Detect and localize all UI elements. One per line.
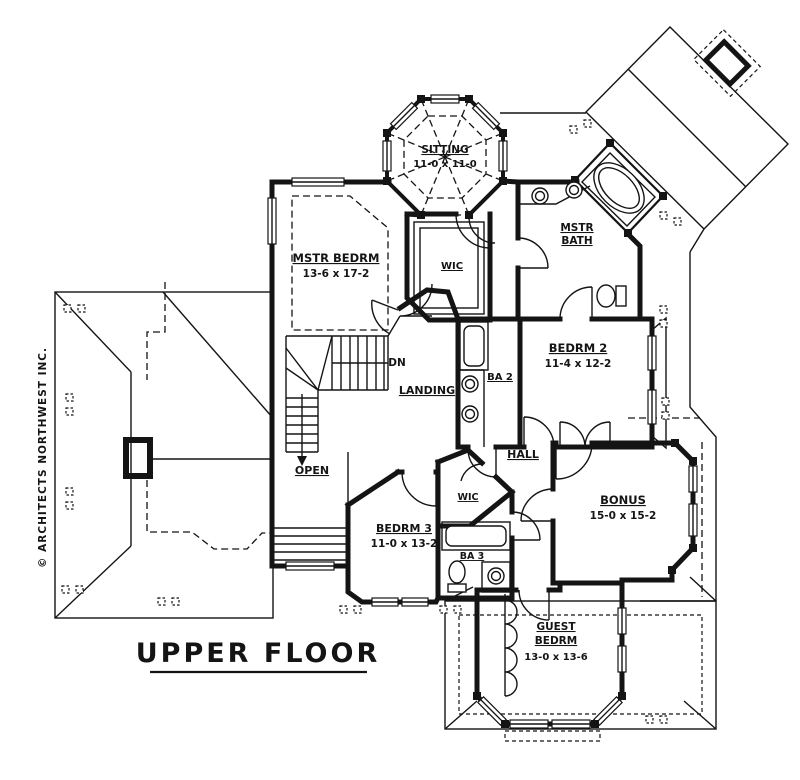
roof-vents [61, 119, 682, 724]
fixtures [413, 141, 665, 697]
room-dims-bonus: 15-0 x 15-2 [590, 510, 657, 522]
door-swings [371, 213, 611, 621]
room-label-sitting: SITTING [421, 144, 468, 156]
sheet-title: UPPER FLOOR [136, 638, 381, 669]
room-label-open: OPEN [295, 464, 329, 477]
room-label-ba2: BA 2 [487, 372, 513, 383]
room-label-guest-2: BEDRM [535, 635, 577, 647]
room-label-mstr-bath-2: BATH [561, 235, 592, 247]
room-dims-guest: 13-0 x 13-6 [524, 652, 588, 663]
room-label-hall: HALL [507, 448, 539, 461]
staircase [285, 335, 389, 466]
room-label-mstr-bedrm: MSTR BEDRM [293, 251, 380, 265]
ceiling-dashed [291, 98, 504, 331]
windows [267, 94, 698, 729]
room-label-guest-1: GUEST [536, 621, 576, 633]
room-dims-sitting: 11-0 x 11-0 [413, 159, 477, 170]
room-label-ba3: BA 3 [460, 551, 485, 562]
room-label-mstr-bath-1: MSTR [560, 222, 593, 234]
room-dims-bedrm3: 11-0 x 13-2 [371, 538, 438, 550]
labels: SITTING 11-0 x 11-0 MSTR BEDRM 13-6 x 17… [37, 144, 657, 674]
copyright-text: © ARCHITECTS NORTHWEST INC. [37, 347, 49, 568]
open-below-lines [274, 452, 349, 561]
roof-lines [54, 26, 789, 742]
corner-tub [573, 141, 665, 235]
stairs-dn-label: DN [388, 357, 406, 369]
room-label-wic-master: WIC [441, 261, 463, 272]
room-label-wic-hall: WIC [458, 492, 479, 503]
room-label-landing: LANDING [399, 384, 455, 397]
room-label-bonus: BONUS [600, 493, 646, 507]
room-label-bedrm2: BEDRM 2 [549, 341, 607, 355]
room-label-bedrm3: BEDRM 3 [376, 522, 432, 535]
room-dims-bedrm2: 11-4 x 12-2 [545, 358, 612, 370]
room-dims-mstr-bedrm: 13-6 x 17-2 [303, 268, 370, 280]
